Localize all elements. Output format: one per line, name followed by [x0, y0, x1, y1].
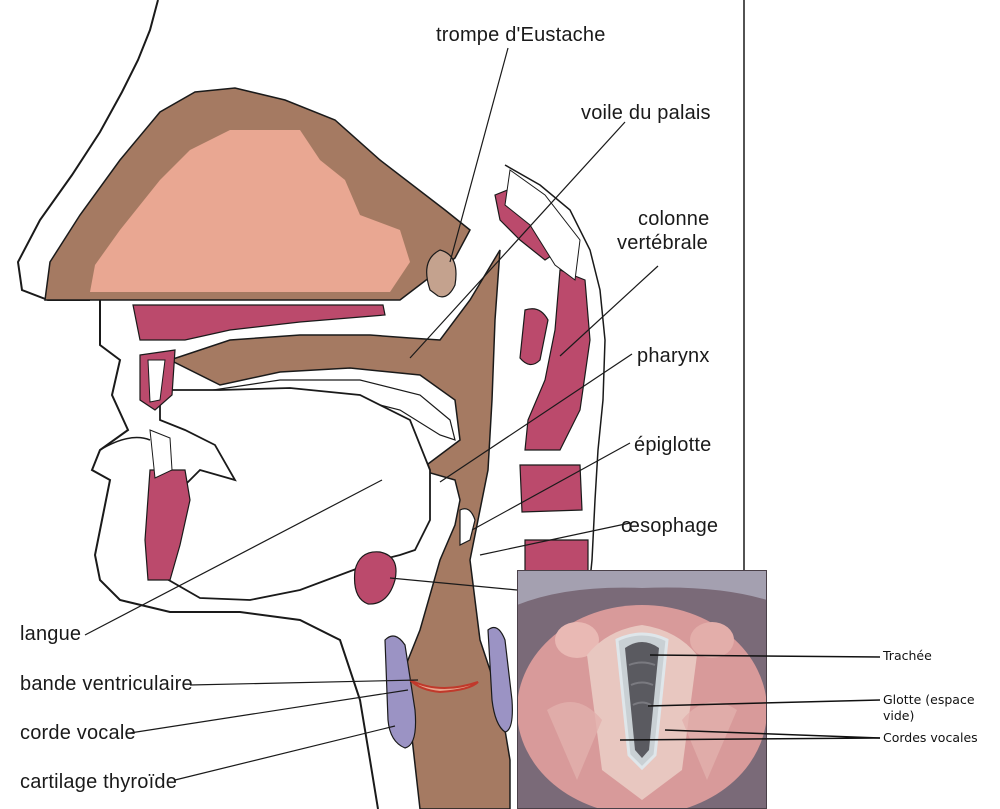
nasal-sinus	[90, 130, 410, 292]
hyoid-bone	[353, 551, 397, 605]
tongue	[149, 387, 431, 601]
vertebra-2	[519, 308, 549, 366]
label-cordes-vocales: Cordes vocales	[883, 730, 978, 745]
vertebra-4	[519, 464, 583, 513]
label-langue: langue	[20, 623, 82, 645]
leader-lines	[84, 47, 659, 781]
label-epiglotte: épiglotte	[634, 434, 712, 456]
vocal-fold	[409, 679, 479, 694]
pharynx-tissue	[168, 249, 511, 809]
label-oesophage: œsophage	[621, 515, 719, 537]
label-glotte-vide: vide)	[883, 708, 915, 723]
spine-canal	[504, 169, 581, 281]
hard-palate	[132, 304, 386, 341]
thyroid-cartilage	[384, 635, 417, 749]
label-colonne: colonne	[638, 208, 710, 230]
lip-line	[99, 436, 151, 451]
mandible	[144, 469, 191, 581]
label-glotte: Glotte (espace	[883, 692, 975, 707]
tooth-lower	[149, 429, 173, 479]
label-cartilage-thyroide: cartilage thyroïde	[20, 771, 178, 793]
cervical-column-outline	[504, 164, 606, 581]
chin-outline	[90, 300, 379, 809]
label-pharynx: pharynx	[637, 345, 710, 367]
face-outline	[16, 0, 159, 301]
cricoid-cartilage	[487, 627, 513, 733]
label-trachee: Trachée	[883, 648, 932, 663]
epiglottis	[459, 508, 476, 546]
label-voile-palais: voile du palais	[581, 102, 711, 124]
tooth-upper	[147, 359, 166, 403]
label-bande-ventriculaire: bande ventriculaire	[20, 673, 193, 695]
vertebra-3	[524, 269, 591, 451]
label-corde-vocale: corde vocale	[20, 722, 136, 744]
label-trompe-eustache: trompe d'Eustache	[436, 24, 606, 46]
eustachian-tube	[426, 249, 457, 298]
label-vertebrale: vertébrale	[617, 232, 708, 254]
larynx-photo	[517, 570, 767, 809]
larynx-photo-illustration	[517, 570, 767, 809]
